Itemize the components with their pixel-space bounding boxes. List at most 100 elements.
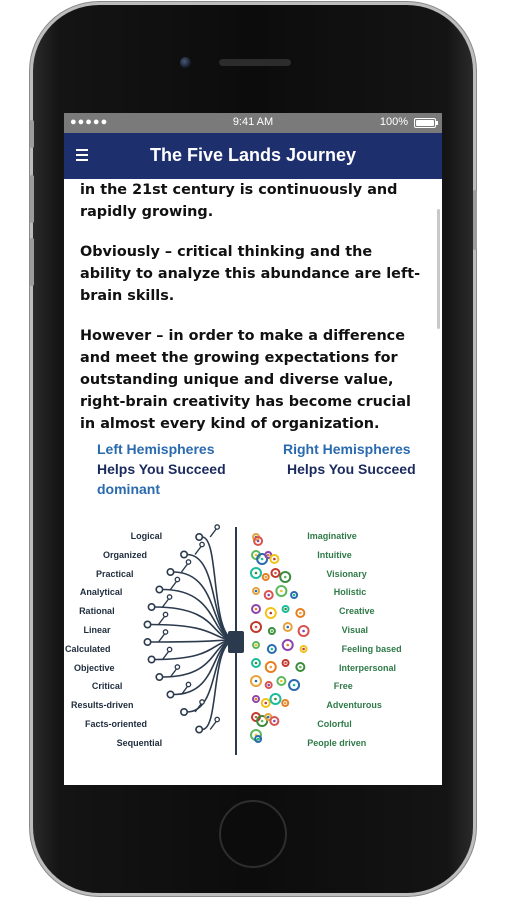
right-swirl — [297, 625, 310, 637]
left-heading-line1: Left Hemispheres — [97, 441, 215, 457]
right-dot — [270, 647, 274, 651]
right-swirl — [267, 627, 276, 635]
right-dot — [284, 607, 287, 611]
left-heading-line3: dominant — [97, 481, 160, 497]
right-swirl — [260, 698, 271, 708]
right-dot — [283, 575, 287, 579]
left-circuit-node — [185, 559, 192, 565]
right-dot — [256, 539, 260, 543]
signal-indicator: ●●●●● — [70, 116, 109, 128]
left-trait-label: Practical — [95, 568, 134, 579]
left-trait-label: Critical — [91, 681, 123, 692]
page-title: The Five Lands Journey — [149, 145, 357, 165]
right-dot — [254, 661, 258, 665]
left-circuit-twig — [209, 721, 217, 730]
scrollbar[interactable] — [437, 209, 440, 329]
right-trait-label: Visionary — [326, 568, 367, 579]
paragraph-2: Obviously – critical thinking and the ab… — [80, 244, 421, 304]
right-swirl — [261, 573, 270, 581]
right-swirl — [250, 675, 262, 687]
right-dot — [286, 643, 290, 647]
right-dot — [254, 625, 258, 629]
right-swirl — [252, 641, 260, 649]
right-trait-label: People driven — [307, 737, 367, 748]
left-circuit-node — [166, 646, 173, 653]
left-circuit-twig — [157, 616, 166, 625]
right-heading-line1: Right Hemispheres — [283, 441, 411, 457]
right-swirl — [264, 713, 273, 721]
left-circuit-node — [143, 638, 152, 647]
app-header: The Five Lands Journey — [64, 133, 442, 179]
right-swirl — [270, 568, 281, 578]
left-circuit-branch — [173, 639, 237, 696]
right-swirl — [250, 567, 262, 579]
right-dot — [273, 719, 276, 723]
right-dot — [254, 643, 258, 647]
left-trait-label: Calculated — [65, 643, 111, 654]
right-dot — [267, 593, 270, 597]
left-circuit-twig — [194, 703, 202, 713]
right-trait-label: Free — [333, 681, 353, 692]
left-circuit-twig — [180, 563, 189, 573]
right-swirl — [269, 693, 282, 705]
earpiece-speaker — [219, 59, 291, 66]
left-circuit-twig — [162, 598, 170, 608]
hamburger-icon[interactable] — [76, 149, 88, 161]
left-circuit-node — [162, 611, 169, 618]
right-swirl — [252, 587, 260, 595]
right-dot — [274, 697, 277, 701]
home-button[interactable] — [219, 800, 287, 868]
left-circuit-node — [214, 524, 221, 530]
left-circuit-node — [195, 725, 204, 734]
right-dot — [254, 607, 258, 611]
right-trait-label: Interpersonal — [338, 662, 396, 673]
right-dot — [264, 575, 268, 579]
left-hemisphere-heading: Left Hemispheres Helps You Succeed domin… — [97, 439, 247, 499]
left-trait-label: Analytical — [79, 587, 123, 598]
right-trait-label: Intuitive — [317, 549, 352, 560]
right-dot — [264, 701, 268, 705]
right-swirl — [295, 662, 306, 672]
left-trait-label: Objective — [74, 662, 115, 673]
left-trait-label: Rational — [79, 606, 115, 617]
right-dot — [254, 715, 258, 719]
right-swirl — [252, 695, 260, 703]
right-swirl — [264, 661, 277, 673]
right-dot — [269, 611, 273, 615]
right-dot — [299, 611, 302, 615]
right-dot — [260, 719, 264, 723]
left-circuit-node — [174, 664, 181, 670]
paragraph-3: However – in order to make a difference … — [80, 328, 411, 432]
battery-icon — [414, 118, 438, 128]
right-trait-label: Holistic — [333, 587, 367, 598]
right-swirl — [288, 679, 301, 691]
right-swirl — [275, 585, 288, 597]
right-swirl — [256, 715, 269, 727]
right-dot — [254, 571, 258, 575]
power-button — [473, 190, 477, 250]
right-dot — [260, 557, 264, 561]
right-dot — [269, 665, 273, 669]
front-camera — [180, 57, 191, 68]
right-trait-label: Feeling based — [341, 643, 402, 654]
right-swirl — [269, 554, 280, 564]
left-circuit-node — [166, 594, 173, 600]
right-heading-line2: Helps You Succeed — [287, 461, 416, 477]
right-swirl — [290, 591, 299, 599]
right-trait-label: Creative — [338, 606, 375, 617]
right-swirl — [264, 681, 273, 689]
right-swirl — [251, 604, 261, 614]
left-circuit-node — [166, 567, 175, 576]
right-swirl — [256, 553, 269, 565]
volume-up-button — [30, 175, 34, 223]
right-trait-label: Adventurous — [326, 700, 382, 711]
right-dot — [267, 683, 270, 687]
left-circuit-node — [214, 716, 221, 723]
right-swirl — [299, 645, 308, 653]
left-trait-label: Facts-oriented — [85, 719, 148, 729]
left-circuit-node — [147, 603, 156, 612]
volume-down-button — [30, 238, 34, 286]
right-dot — [280, 679, 283, 683]
right-swirl — [276, 676, 287, 686]
brain-chip — [228, 631, 244, 653]
